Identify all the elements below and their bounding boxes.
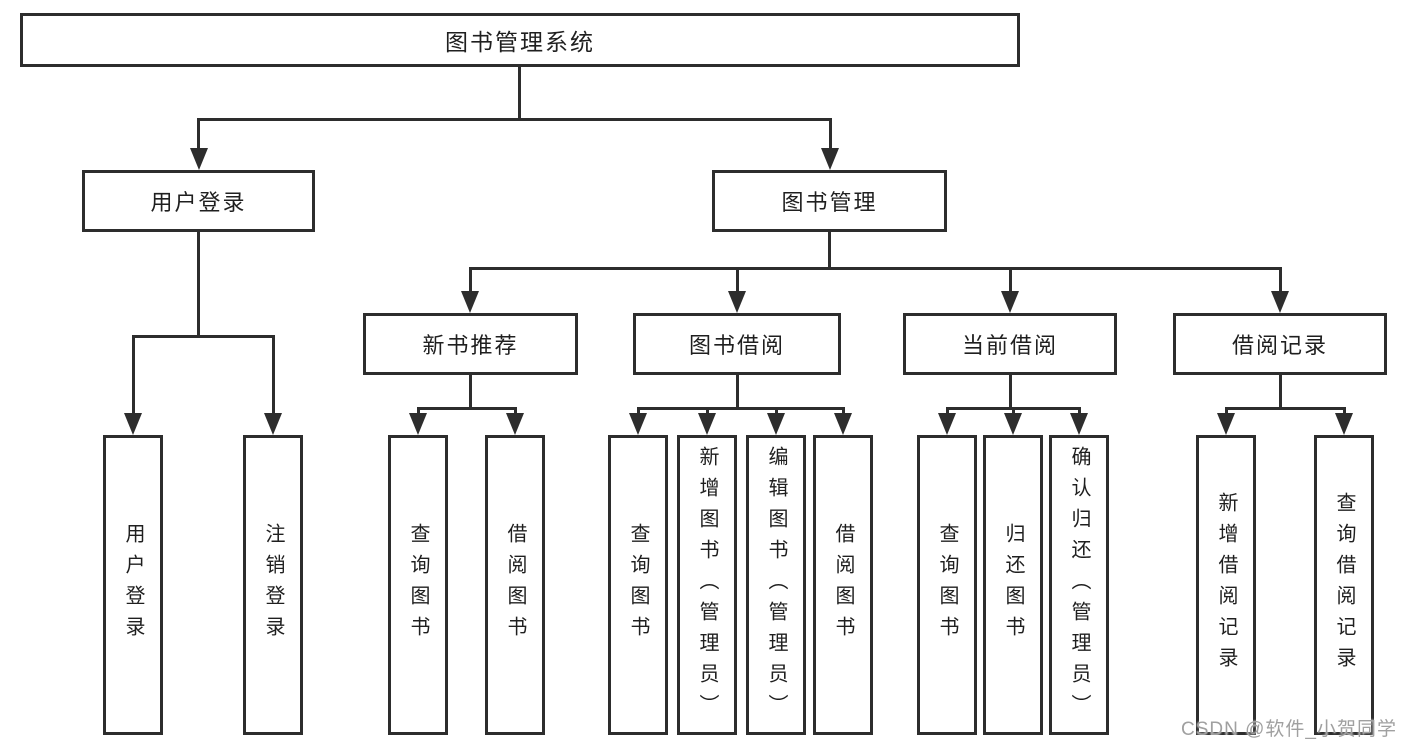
leaf-query-borrow-record: 查询借阅记录 (1314, 435, 1374, 735)
connector-stem (775, 407, 778, 417)
connector-stem (736, 375, 739, 408)
connector-stem (197, 232, 200, 336)
leaf-label: 借阅图书 (832, 523, 854, 647)
connector-stem (946, 407, 949, 417)
connector-stem (829, 118, 832, 150)
leaf-borrow-books: 借阅图书 (813, 435, 873, 735)
connector-stem (272, 335, 275, 415)
arrow-down-icon (698, 413, 716, 435)
node-label: 图书借阅 (688, 333, 785, 358)
leaf-query-books: 查询图书 (388, 435, 448, 735)
leaf-query-books: 查询图书 (608, 435, 668, 735)
connector-stem (1078, 407, 1081, 417)
arrow-down-icon (821, 148, 839, 170)
node-book-borrowing: 图书借阅 (633, 313, 841, 375)
connector-hline (417, 407, 517, 410)
arrow-down-icon (1271, 291, 1289, 313)
leaf-label: 查询图书 (407, 523, 429, 647)
node-label: 图书管理系统 (445, 29, 595, 55)
arrow-down-icon (1004, 413, 1022, 435)
node-label: 用户登录 (150, 190, 247, 215)
node-library-management-system: 图书管理系统 (20, 13, 1020, 67)
arrow-down-icon (1217, 413, 1235, 435)
leaf-logout: 注销登录 (243, 435, 303, 735)
connector-level1-hline (197, 118, 832, 121)
leaf-confirm-return-admin: 确认归还（管理员） (1049, 435, 1109, 735)
leaf-label: 确认归还（管理员） (1068, 445, 1090, 725)
arrow-down-icon (190, 148, 208, 170)
arrow-down-icon (506, 413, 524, 435)
connector-stem (706, 407, 709, 417)
arrow-down-icon (1070, 413, 1088, 435)
node-label: 当前借阅 (961, 333, 1058, 358)
leaf-label: 用户登录 (122, 523, 144, 647)
connector-hline (1225, 407, 1346, 410)
node-new-book-recommendation: 新书推荐 (363, 313, 578, 375)
leaf-add-book-admin: 新增图书（管理员） (677, 435, 737, 735)
leaf-label: 查询借阅记录 (1333, 492, 1355, 678)
leaf-edit-book-admin: 编辑图书（管理员） (746, 435, 806, 735)
connector-stem (1343, 407, 1346, 417)
node-user-login: 用户登录 (82, 170, 315, 232)
connector-stem (469, 375, 472, 408)
leaf-borrow-books: 借阅图书 (485, 435, 545, 735)
leaf-label: 注销登录 (262, 523, 284, 647)
leaf-label: 新增图书（管理员） (696, 445, 718, 725)
leaf-query-books: 查询图书 (917, 435, 977, 735)
arrow-down-icon (461, 291, 479, 313)
leaf-label: 查询图书 (627, 523, 649, 647)
leaf-label: 新增借阅记录 (1215, 492, 1237, 678)
leaf-user-login: 用户登录 (103, 435, 163, 735)
arrow-down-icon (1001, 291, 1019, 313)
connector-stem (842, 407, 845, 417)
connector-stem (1009, 267, 1012, 293)
node-label: 借阅记录 (1231, 333, 1328, 358)
connector-stem (514, 407, 517, 417)
connector-stem (197, 118, 200, 150)
connector-stem (1225, 407, 1228, 417)
arrow-down-icon (264, 413, 282, 435)
connector-stem (1279, 375, 1282, 408)
node-book-management: 图书管理 (712, 170, 947, 232)
leaf-add-borrow-record: 新增借阅记录 (1196, 435, 1256, 735)
connector-root-stem (518, 67, 521, 119)
connector-stem (1009, 375, 1012, 408)
arrow-down-icon (728, 291, 746, 313)
arrow-down-icon (938, 413, 956, 435)
connector-stem (469, 267, 472, 293)
arrow-down-icon (834, 413, 852, 435)
connector-stem (828, 232, 831, 268)
leaf-return-books: 归还图书 (983, 435, 1043, 735)
csdn-watermark: CSDN @软件_小贺同学 (1181, 719, 1397, 740)
connector-stem (132, 335, 135, 415)
leaf-label: 查询图书 (936, 523, 958, 647)
connector-stem (417, 407, 420, 417)
arrow-down-icon (409, 413, 427, 435)
connector-level2-hline (469, 267, 1282, 270)
node-borrowing-records: 借阅记录 (1173, 313, 1387, 375)
arrow-down-icon (124, 413, 142, 435)
arrow-down-icon (1335, 413, 1353, 435)
connector-stem (637, 407, 640, 417)
node-label: 图书管理 (781, 190, 878, 215)
leaf-label: 借阅图书 (504, 523, 526, 647)
arrow-down-icon (767, 413, 785, 435)
connector-stem (1279, 267, 1282, 293)
node-current-borrowing: 当前借阅 (903, 313, 1117, 375)
connector-stem (1012, 407, 1015, 417)
connector-hline (132, 335, 275, 338)
arrow-down-icon (629, 413, 647, 435)
leaf-label: 编辑图书（管理员） (765, 445, 787, 725)
leaf-label: 归还图书 (1002, 523, 1024, 647)
connector-stem (736, 267, 739, 293)
node-label: 新书推荐 (422, 333, 519, 358)
connector-hline (637, 407, 845, 410)
